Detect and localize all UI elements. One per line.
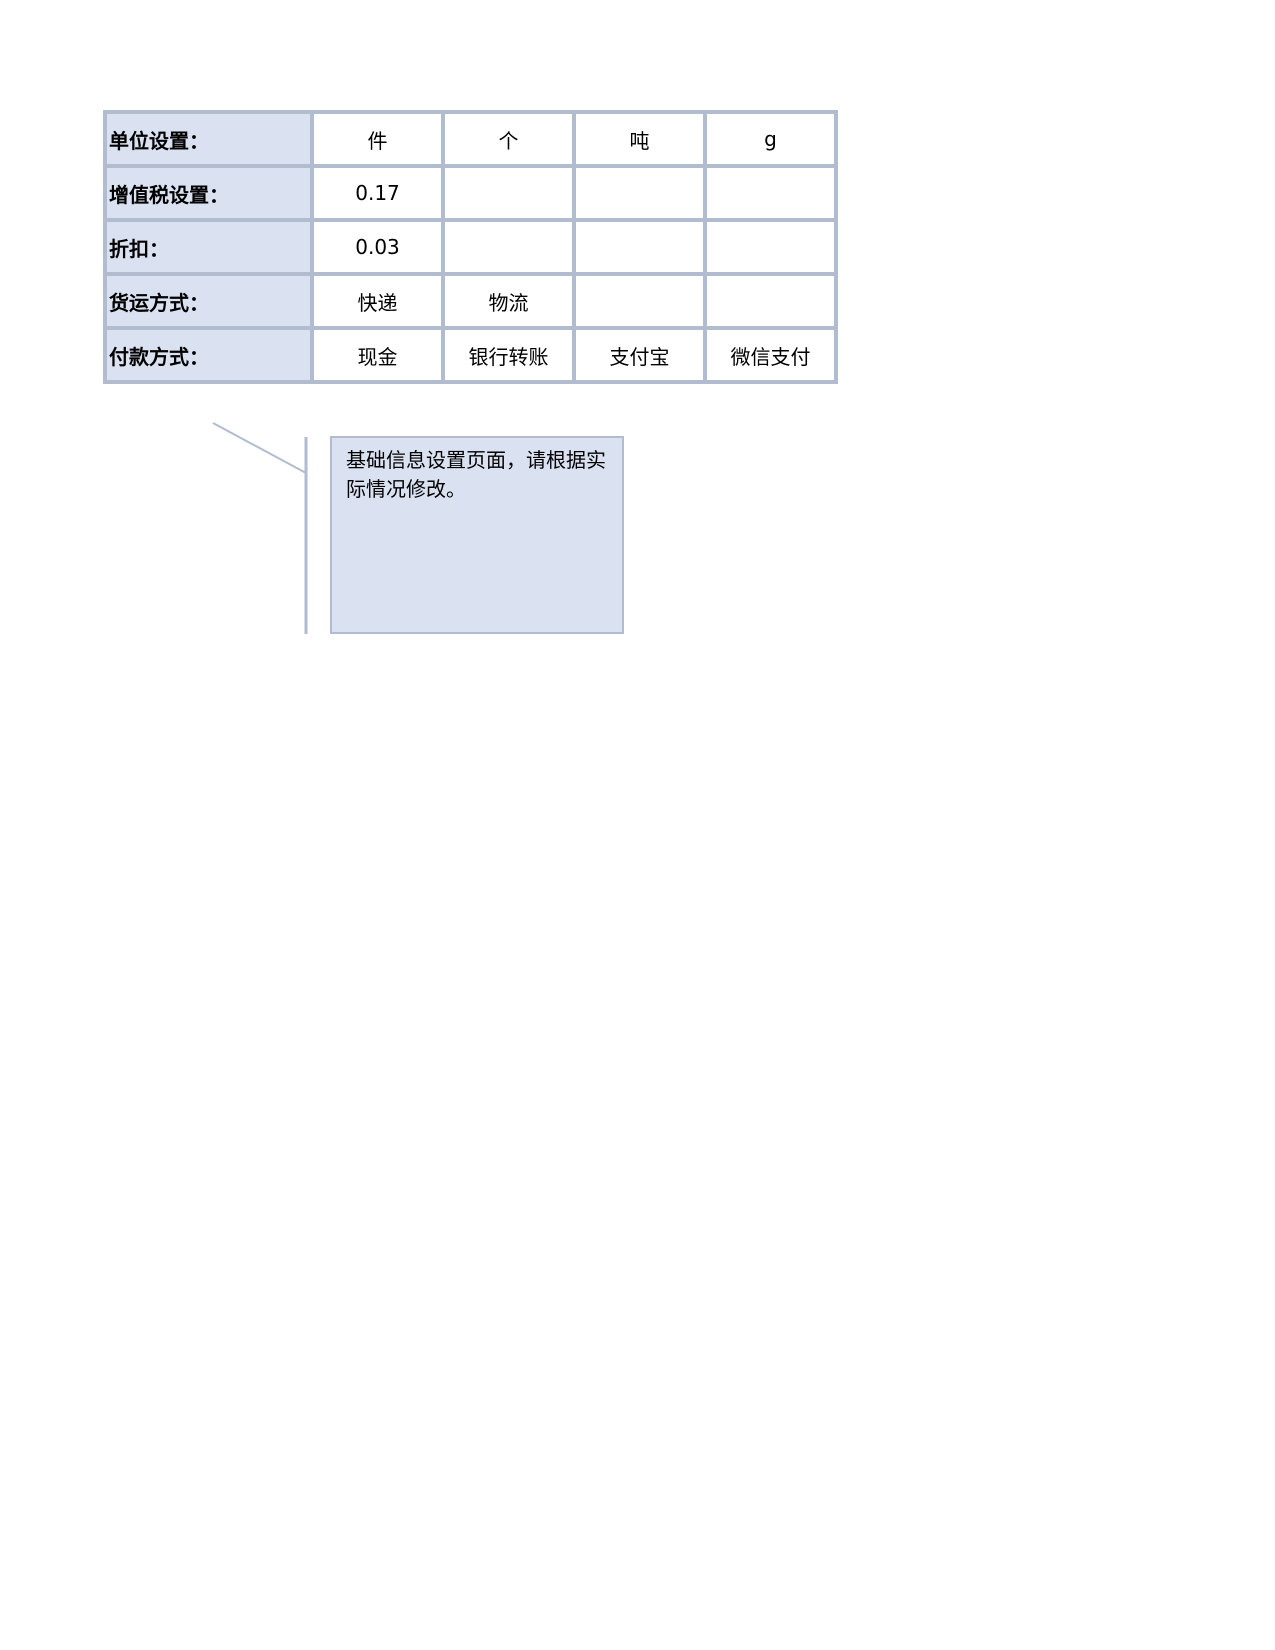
- table-cell[interactable]: 0.03: [310, 218, 445, 276]
- table-cell[interactable]: 支付宝: [572, 326, 707, 384]
- table-cell[interactable]: [441, 164, 576, 222]
- basic-settings-table: 单位设置： 件 个 吨 g 增值税设置： 0.17 折扣： 0.03 货运方式：…: [103, 110, 838, 384]
- table-row-vat-settings: 增值税设置： 0.17: [103, 164, 838, 222]
- table-cell[interactable]: 个: [441, 110, 576, 168]
- table-cell[interactable]: 银行转账: [441, 326, 576, 384]
- table-cell[interactable]: [441, 218, 576, 276]
- table-cell[interactable]: 现金: [310, 326, 445, 384]
- table-cell[interactable]: 件: [310, 110, 445, 168]
- table-row-unit-settings: 单位设置： 件 个 吨 g: [103, 110, 838, 168]
- table-row-shipping-method: 货运方式： 快递 物流: [103, 272, 838, 330]
- table-cell[interactable]: 物流: [441, 272, 576, 330]
- row-label: 增值税设置：: [103, 164, 314, 222]
- table-cell[interactable]: [572, 164, 707, 222]
- table-cell[interactable]: [703, 272, 838, 330]
- row-label: 付款方式：: [103, 326, 314, 384]
- row-label: 折扣：: [103, 218, 314, 276]
- table-cell[interactable]: 快递: [310, 272, 445, 330]
- callout-note[interactable]: 基础信息设置页面，请根据实际情况修改。: [330, 436, 624, 634]
- table-cell[interactable]: [703, 218, 838, 276]
- row-label: 单位设置：: [103, 110, 314, 168]
- table-cell[interactable]: [572, 218, 707, 276]
- row-label: 货运方式：: [103, 272, 314, 330]
- table-row-payment-method: 付款方式： 现金 银行转账 支付宝 微信支付: [103, 326, 838, 384]
- table-cell[interactable]: 微信支付: [703, 326, 838, 384]
- table-cell[interactable]: [572, 272, 707, 330]
- table-cell[interactable]: 吨: [572, 110, 707, 168]
- callout-text: 基础信息设置页面，请根据实际情况修改。: [346, 448, 606, 501]
- table-cell[interactable]: g: [703, 110, 838, 168]
- table-cell[interactable]: 0.17: [310, 164, 445, 222]
- table-row-discount: 折扣： 0.03: [103, 218, 838, 276]
- table-cell[interactable]: [703, 164, 838, 222]
